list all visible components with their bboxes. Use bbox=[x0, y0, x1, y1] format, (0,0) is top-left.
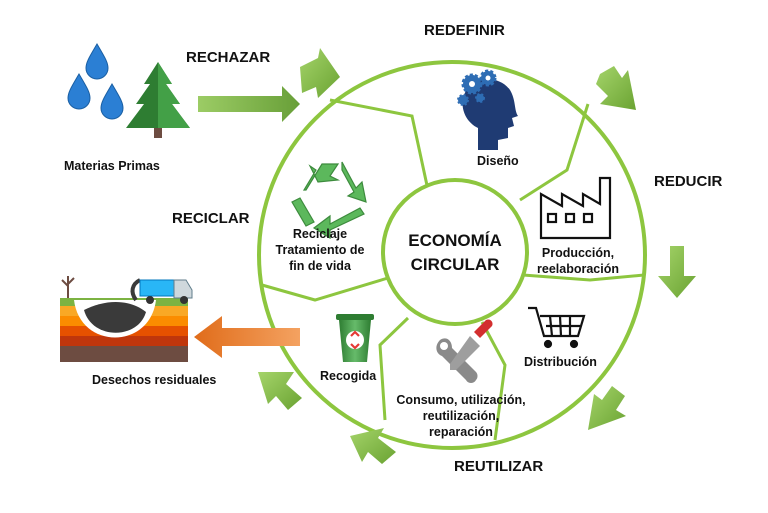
label-redefinir: REDEFINIR bbox=[424, 22, 505, 39]
center-title-line1: ECONOMÍA bbox=[408, 231, 502, 250]
recycling-bin-icon bbox=[336, 314, 374, 362]
segment-consumo-line3: reparación bbox=[429, 425, 493, 439]
arrow-desechos bbox=[194, 316, 300, 358]
arrow-reutilizar bbox=[588, 386, 626, 430]
arrow-reutilizar-left bbox=[350, 428, 396, 464]
cycle-arrows bbox=[258, 48, 696, 464]
arrow-redefinir bbox=[300, 48, 340, 98]
label-reutilizar: REUTILIZAR bbox=[454, 458, 544, 475]
segment-produccion: Producción, reelaboración bbox=[532, 245, 624, 277]
wrench-screwdriver-icon bbox=[436, 319, 493, 383]
segment-consumo-line2: reutilización, bbox=[422, 409, 500, 423]
segment-reciclaje-line1: Reciclaje bbox=[292, 227, 348, 241]
head-gears-icon bbox=[457, 69, 518, 150]
label-reciclar: RECICLAR bbox=[172, 210, 250, 227]
arrow-reducir bbox=[596, 66, 636, 110]
inner-circle bbox=[381, 178, 529, 326]
arrow-recogida-left bbox=[258, 372, 302, 410]
segment-distribucion: Distribución bbox=[524, 355, 597, 369]
segment-produccion-line1: Producción, bbox=[541, 246, 615, 260]
segment-reciclaje-line3: fin de vida bbox=[289, 259, 351, 273]
water-drops-icon bbox=[67, 43, 124, 120]
segment-dividers bbox=[261, 98, 645, 441]
recycle-icon bbox=[291, 161, 367, 240]
label-reducir: REDUCIR bbox=[654, 173, 723, 190]
landfill-truck-icon bbox=[60, 276, 193, 362]
segment-consumo: Consumo, utilización, reutilización, rep… bbox=[386, 392, 536, 440]
segment-diseno: Diseño bbox=[477, 154, 519, 168]
label-rechazar: RECHAZAR bbox=[186, 49, 271, 66]
center-title: ECONOMÍA CIRCULAR bbox=[405, 229, 505, 277]
segment-recogida: Recogida bbox=[320, 369, 377, 383]
segment-produccion-line2: reelaboración bbox=[537, 262, 619, 276]
label-desechos-residuales: Desechos residuales bbox=[92, 373, 217, 387]
pine-tree-icon bbox=[126, 62, 190, 138]
segment-reciclaje: Reciclaje Tratamiento de fin de vida bbox=[264, 226, 376, 274]
center-title-line2: CIRCULAR bbox=[410, 255, 500, 274]
segment-consumo-line1: Consumo, utilización, bbox=[396, 393, 526, 407]
arrow-materias-primas bbox=[198, 86, 300, 122]
label-materias-primas: Materias Primas bbox=[64, 159, 160, 173]
shopping-cart-icon bbox=[528, 306, 586, 349]
factory-icon bbox=[539, 176, 612, 240]
arrow-reducir-down bbox=[658, 246, 696, 298]
segment-reciclaje-line2: Tratamiento de bbox=[275, 243, 365, 257]
